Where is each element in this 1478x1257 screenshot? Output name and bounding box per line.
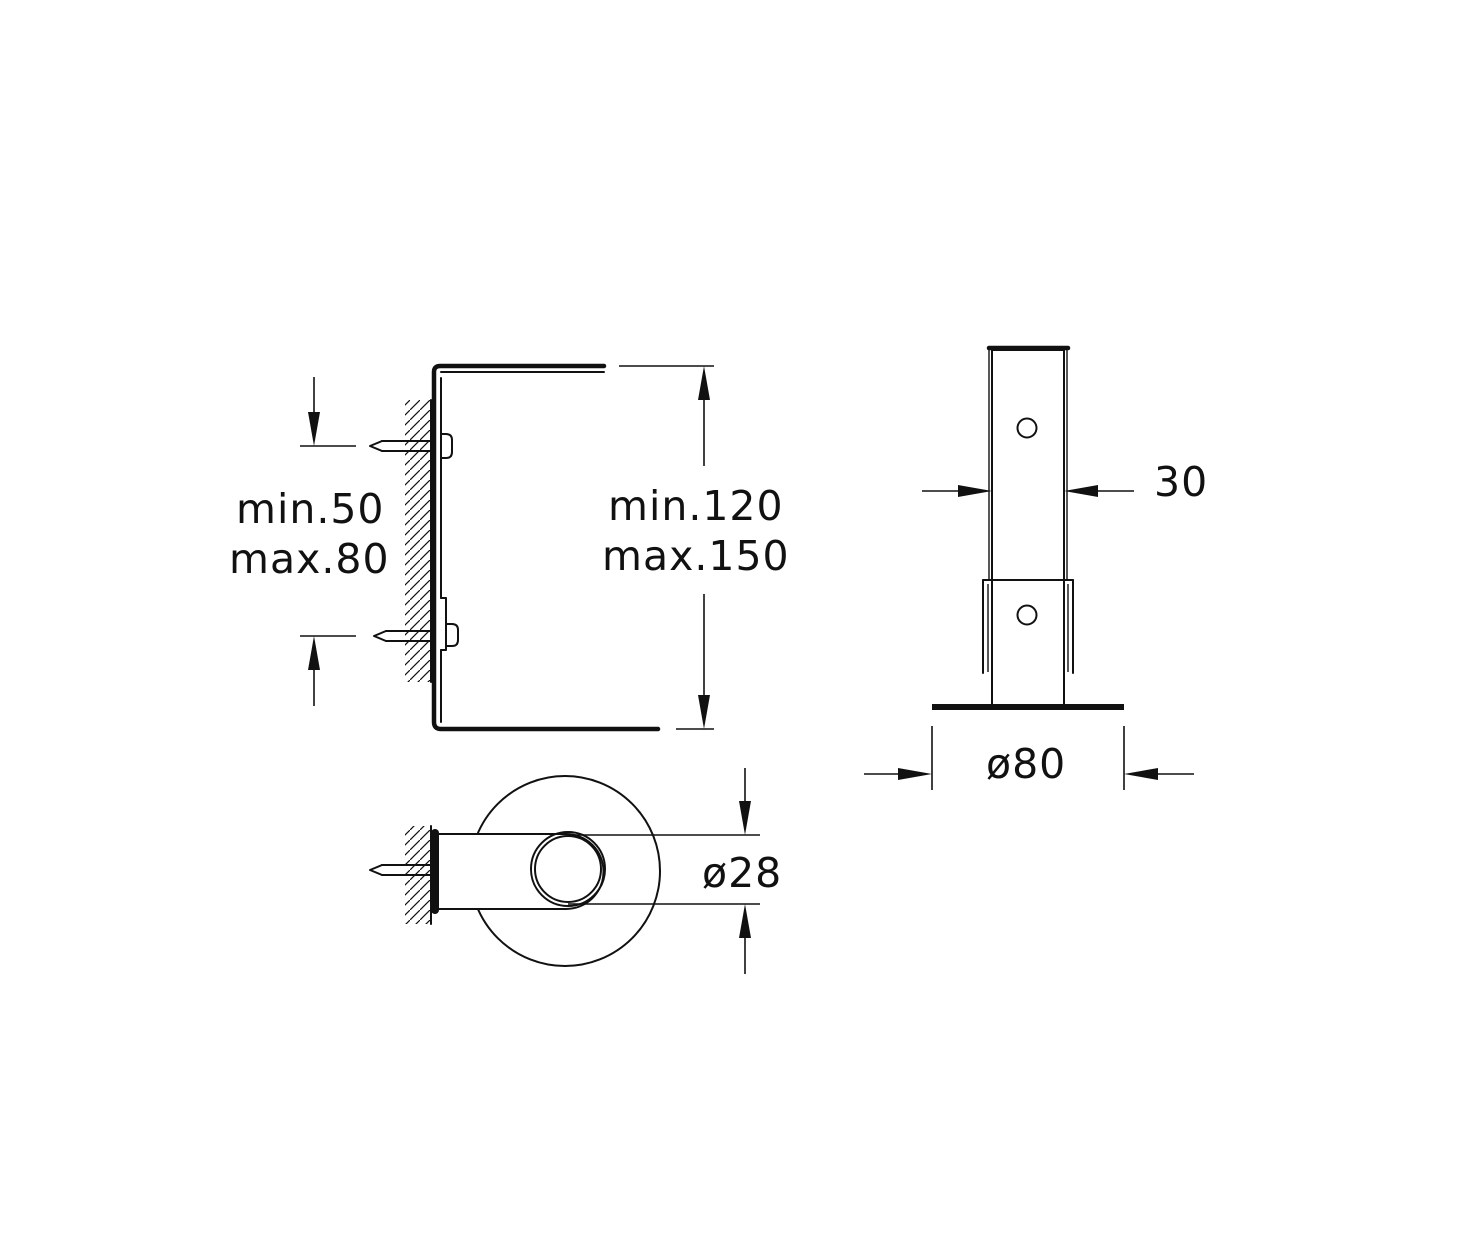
ring-outer [530, 831, 606, 907]
ring-diameter-dimension [568, 768, 760, 974]
sleeve [982, 579, 1074, 674]
depth-min-label: min.120 [608, 482, 784, 530]
width-label: 30 [1154, 458, 1208, 506]
lower-hole [1016, 604, 1038, 626]
depth-max-label: max.150 [602, 532, 790, 580]
base-diameter-label: ø80 [986, 740, 1066, 788]
lower-screw [373, 630, 435, 642]
bracket-outline [431, 363, 661, 732]
offset-dimension [300, 377, 356, 706]
upper-hole [1016, 417, 1038, 439]
offset-min-label: min.50 [236, 485, 385, 533]
top-view: ø28 [369, 768, 782, 974]
base-plate [932, 704, 1124, 710]
ring-diameter-label: ø28 [702, 849, 782, 897]
front-view: 30 ø80 [864, 345, 1208, 790]
arm [433, 833, 605, 910]
wall-plate [431, 829, 439, 914]
width-dimension [922, 485, 1134, 497]
offset-max-label: max.80 [229, 535, 390, 583]
base-diameter-dimension [864, 726, 1194, 790]
upper-clip [440, 433, 453, 459]
top-screw [369, 864, 432, 876]
ring-inner [534, 835, 602, 903]
side-view: min.50 max.80 min.120 max.150 [229, 363, 790, 732]
depth-dimension [619, 365, 714, 730]
upper-screw [369, 440, 435, 452]
tube [991, 349, 1065, 707]
wall-hatch [405, 400, 431, 682]
